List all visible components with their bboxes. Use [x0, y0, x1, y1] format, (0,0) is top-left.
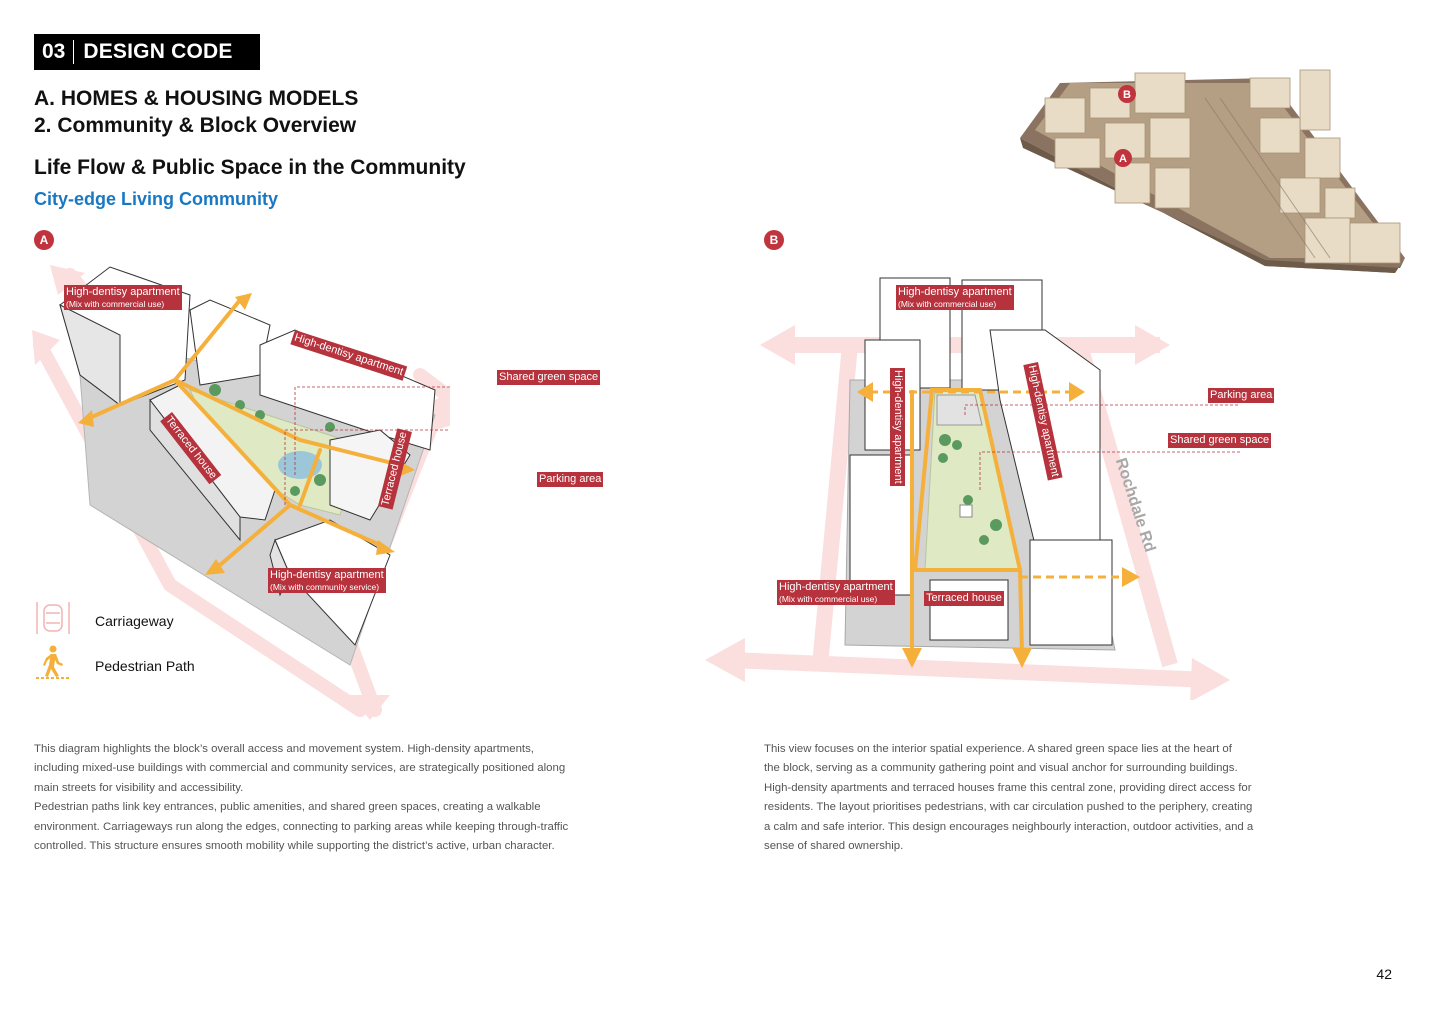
description-a-line: controlled. This structure ensures smoot… [34, 840, 555, 853]
label-b-high-density-left: High-dentisy apartment [890, 368, 905, 486]
badge-b: B [764, 230, 784, 250]
section-title: DESIGN CODE [83, 40, 233, 63]
description-a-line: This diagram highlights the block’s over… [34, 743, 534, 755]
badge-a: A [34, 230, 54, 250]
label-a-high-density-1-note: (Mix with commercial use) [66, 299, 165, 309]
label-a-high-density-3-title: High-dentisy apartment [270, 569, 384, 581]
description-a-line: including mixed-use buildings with comme… [34, 762, 566, 775]
label-b-high-density-bottom-note: (Mix with commercial use) [779, 594, 878, 604]
community-name: City-edge Living Community [34, 189, 279, 209]
description-b-line: This view focuses on the interior spatia… [764, 743, 1232, 755]
diagram-b-pavilion [959, 504, 973, 518]
title-line-2: 2. Community & Block Overview [34, 114, 357, 137]
diagram-a-carriageway-heads [32, 265, 450, 720]
description-b-line: the block, serving as a community gather… [764, 762, 1238, 775]
label-b-high-density-bottom: High-dentisy apartment (Mix with commerc… [777, 580, 895, 605]
page-number: 42 [1376, 966, 1392, 982]
description-b-line: residents. The layout prioritises pedest… [764, 801, 1253, 814]
label-b-high-density-top-note: (Mix with commercial use) [898, 299, 997, 309]
description-b-line: sense of shared ownership. [764, 840, 904, 853]
label-a-high-density-1-title: High-dentisy apartment [66, 286, 180, 298]
diagram-b-trees [938, 434, 1002, 545]
diagram-a-trees [209, 384, 335, 496]
model-marker-b [1118, 85, 1136, 103]
diagram-b-carriageway-heads [705, 325, 1230, 700]
diagram-b-parking-hatch [936, 394, 983, 426]
label-b-high-density-bottom-title: High-dentisy apartment [779, 581, 893, 593]
description-a-line: Pedestrian paths link key entrances, pub… [34, 801, 541, 814]
label-a-parking: Parking area [537, 472, 604, 487]
title-line-1: A. HOMES & HOUSING MODELS [34, 87, 359, 110]
label-b-terraced: Terraced house [924, 591, 1004, 606]
description-a: This diagram highlights the block’s over… [34, 740, 634, 856]
label-a-shared-green: Shared green space [497, 370, 601, 385]
pedestrian-icon [36, 645, 70, 679]
label-a-high-density-1: High-dentisy apartment (Mix with commerc… [64, 285, 182, 310]
label-a-high-density-3-note: (Mix with community service) [270, 582, 380, 592]
diagram-a-pedestrian-paths [83, 298, 402, 567]
model-marker-b-text: B [1123, 89, 1131, 101]
physical-model-image: B A [1020, 69, 1405, 273]
subtitle: Life Flow & Public Space in the Communit… [34, 156, 466, 179]
description-a-line: main streets for visibility and accessib… [34, 781, 244, 794]
label-b-high-density-top: High-dentisy apartment (Mix with commerc… [896, 285, 1014, 310]
section-number: 03 [42, 40, 66, 63]
description-b: This view focuses on the interior spatia… [764, 740, 1324, 856]
label-b-high-density-top-title: High-dentisy apartment [898, 286, 1012, 298]
diagram-b-leader-lines [964, 404, 1240, 490]
carriageway-icon [36, 602, 70, 634]
description-b-line: High-density apartments and terraced hou… [764, 781, 1252, 794]
page-title: A. HOMES & HOUSING MODELS 2. Community &… [34, 85, 358, 139]
description-a-line: environment. Carriageways run along the … [34, 820, 569, 833]
section-tag: 03 DESIGN CODE [34, 34, 260, 70]
label-b-shared-green: Shared green space [1168, 433, 1272, 448]
model-marker-a-text: A [1119, 153, 1127, 165]
diagram-b-pedestrian-heads [857, 382, 1140, 668]
diagram-b-axonometric [705, 277, 1240, 700]
section-divider [73, 40, 75, 64]
description-b-line: a calm and safe interior. This design en… [764, 820, 1254, 833]
diagram-b-pedestrian-paths [910, 388, 1024, 656]
model-marker-a [1114, 149, 1132, 167]
legend-pedestrian: Pedestrian Path [95, 658, 195, 674]
label-a-high-density-3: High-dentisy apartment (Mix with communi… [268, 568, 386, 593]
legend-carriageway: Carriageway [95, 613, 174, 629]
label-b-parking: Parking area [1208, 388, 1275, 403]
diagram-a-leader-lines [284, 386, 450, 505]
